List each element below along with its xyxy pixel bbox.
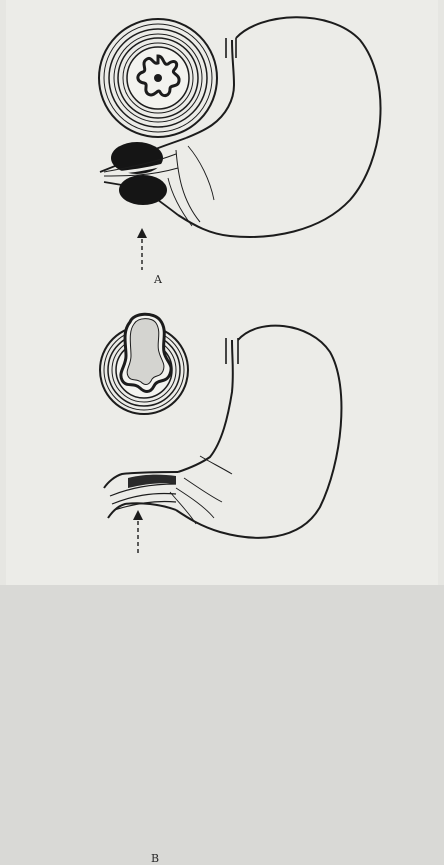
vessel-b-4 <box>184 478 222 502</box>
dilated-lumen-b-inner <box>127 319 164 385</box>
cross-section-b <box>100 314 188 414</box>
esophagus-stub-a <box>226 38 236 58</box>
pylorus-channel-b-bottom <box>108 503 176 518</box>
vessel-a-3 <box>168 178 192 226</box>
arrow-b <box>133 510 143 554</box>
vessel-b-1 <box>200 456 232 474</box>
panel-a: A <box>0 0 444 292</box>
figure-page: A <box>0 0 444 585</box>
panel-label-a: A <box>154 274 162 285</box>
cross-section-a <box>99 19 217 137</box>
panel-label-b: B <box>151 853 159 864</box>
panel-b: B <box>0 292 444 585</box>
panel-b-drawing <box>0 292 444 585</box>
arrow-a <box>137 228 147 270</box>
pyloric-mass-bottom-a <box>119 175 167 205</box>
panel-a-drawing <box>0 0 444 292</box>
